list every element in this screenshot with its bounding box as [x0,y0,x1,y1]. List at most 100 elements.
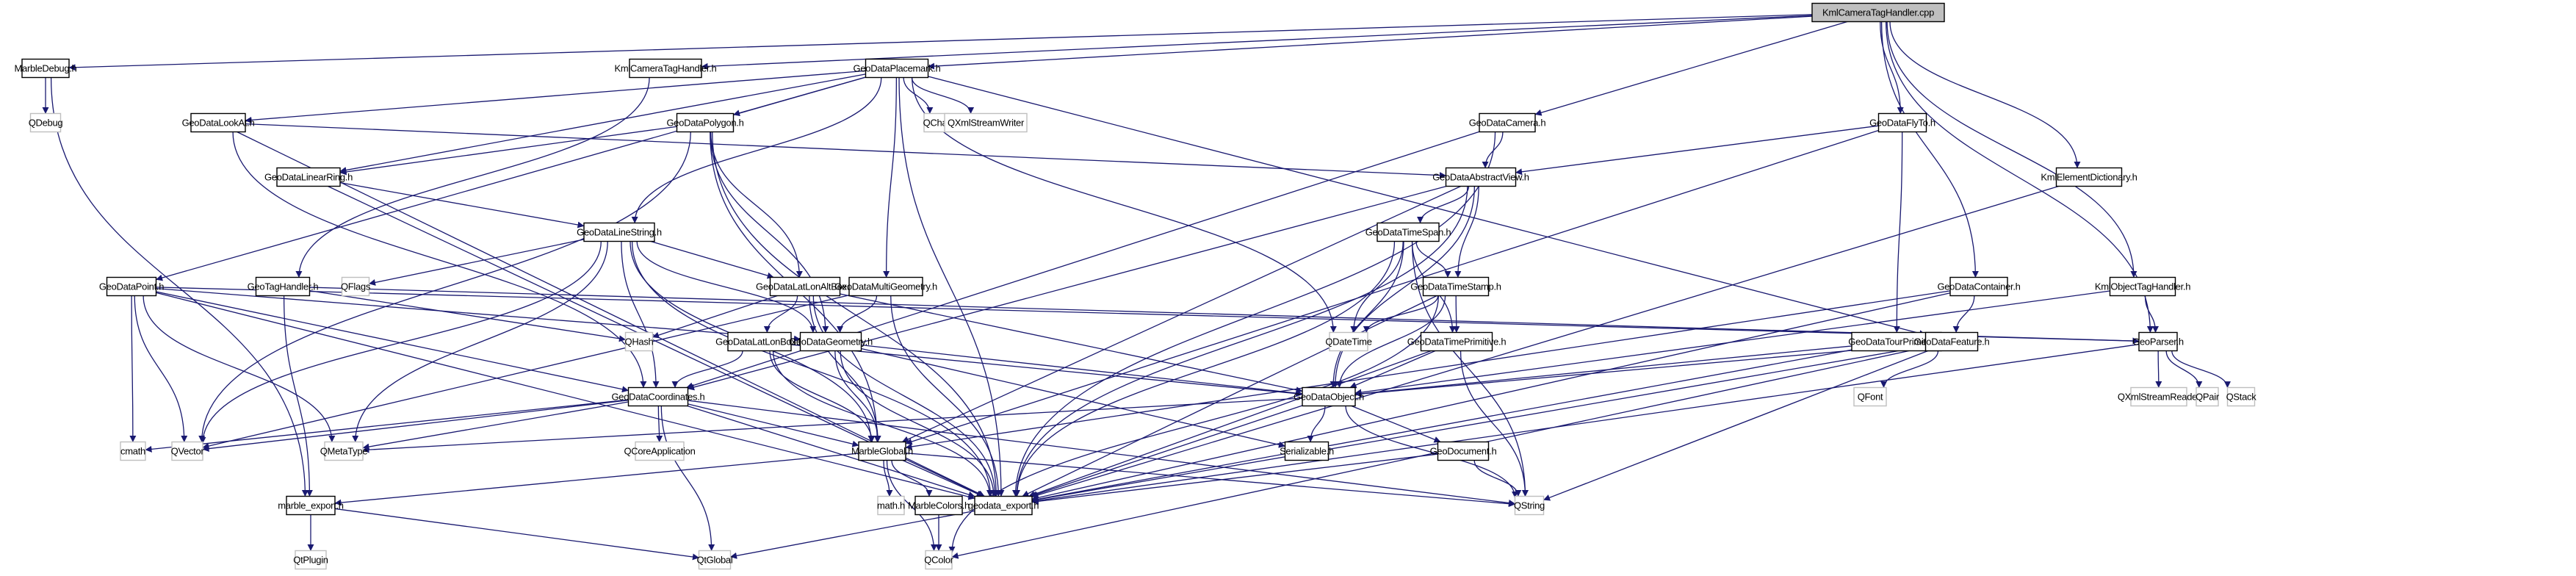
edge-multigeom-to-geodataexport [890,295,1002,497]
edge-coordinates-to-qtglobal [660,406,715,551]
node-label: GeoDataTourPrimitive.h [1848,336,1944,348]
node-geodatalinestring-h[interactable]: GeoDataLineString.h [577,222,662,242]
node-qcolor[interactable]: QColor [924,550,954,570]
node-label: QPair [2196,392,2220,403]
node-box [255,276,311,297]
node-qdebug[interactable]: QDebug [29,112,63,133]
edge-kmlcameratag-to-taghandler [295,77,650,278]
node-label: QColor [924,555,953,566]
node-qcoreapplication[interactable]: QCoreApplication [624,441,696,461]
node-geodata-export-h[interactable]: geodata_export.h [968,495,1039,516]
node-geodatageometry-h[interactable]: GeoDataGeometry.h [789,331,873,352]
node-geodataabstractview-h[interactable]: GeoDataAbstractView.h [1432,167,1529,187]
node-qpair[interactable]: QPair [2196,386,2220,407]
node-label: GeoDataLatLonBox.h [715,336,804,348]
node-qdatetime[interactable]: QDateTime [1325,331,1372,352]
node-label: GeoDataFeature.h [1914,336,1990,348]
node-geodatatimestamp-h[interactable]: GeoDataTimeStamp.h [1410,276,1501,297]
node-label: GeoDataPlacemark.h [854,63,941,74]
node-geodatacamera-h[interactable]: GeoDataCamera.h [1469,112,1546,133]
node-marbledebug-h[interactable]: MarbleDebug.h [15,58,77,79]
edge-root-to-placemark [928,15,1813,70]
edge-root-to-kmlobjtag [1886,21,2137,278]
edge-tourprimitive-to-geodataobject [1354,345,1852,397]
node-marblecolors-h[interactable]: MarbleColors.h [908,495,970,516]
node-label: GeoDataLineString.h [577,227,662,238]
node-serializable-h[interactable]: Serializable.h [1280,441,1334,461]
node-geodatatimespan-h[interactable]: GeoDataTimeSpan.h [1365,222,1451,242]
node-kmlcamerataghandler-cpp[interactable]: KmlCameraTagHandler.cpp [1811,2,1945,23]
node-geodatalatlonaltbox-h[interactable]: GeoDataLatLonAltBox.h [756,276,854,297]
node-geodatapolygon-h[interactable]: GeoDataPolygon.h [666,112,744,133]
node-qhash[interactable]: QHash [625,331,654,352]
node-qmetatype[interactable]: QMetaType [320,441,368,461]
node-box [1479,112,1536,133]
node-box [341,276,370,297]
node-qxmlstreamwriter[interactable]: QXmlStreamWriter [944,112,1028,133]
edge-timespan-to-geodataobject [1330,241,1404,388]
node-label: GeoDataObject.h [1294,392,1364,403]
node-box [914,495,963,516]
node-geodatafeature-h[interactable]: GeoDataFeature.h [1914,331,1990,352]
node-box [1445,167,1517,187]
edge-abstractview-to-coordinates [688,185,1447,391]
node-label: GeoDataPoint.h [99,281,164,292]
node-geodocument-h[interactable]: GeoDocument.h [1430,441,1497,461]
edge-latlonbox-to-geodataobject [790,344,1303,397]
node-qxmlstreamreader[interactable]: QXmlStreamReader [2118,386,2201,407]
node-kmlcamerataghandler-h[interactable]: KmlCameraTagHandler.h [615,58,717,79]
edge-layer [42,14,2231,561]
node-geotaghandler-h[interactable]: GeoTagHandler.h [248,276,319,297]
edge-placemark-to-linearring [339,73,866,173]
node-qflags[interactable]: QFlags [341,276,371,297]
edge-abstractview-to-timestamp [1454,186,1479,278]
node-geodataplacemark-h[interactable]: GeoDataPlacemark.h [854,58,941,79]
node-label: GeoDataCamera.h [1469,118,1546,129]
node-label: MarbleColors.h [908,500,970,511]
node-geodatalatlonbox-h[interactable]: GeoDataLatLonBox.h [715,331,804,352]
edge-geometry-to-geodataexport [840,350,997,497]
node-geodatalinearring-h[interactable]: GeoDataLinearRing.h [264,167,353,187]
node-geodatacoordinates-h[interactable]: GeoDataCoordinates.h [612,386,705,407]
node-marbleglobal-h[interactable]: MarbleGlobal.h [851,441,913,461]
node-cmath[interactable]: cmath [120,441,146,461]
edge-geometry-to-serializable [861,348,1285,448]
node-geodatatimeprimitive-h[interactable]: GeoDataTimePrimitive.h [1407,331,1507,352]
node-label: GeoDocument.h [1430,446,1497,457]
node-label: GeoParser.h [2132,336,2184,348]
node-math-h[interactable]: math.h [877,495,905,516]
node-label: QXmlStreamWriter [948,118,1025,129]
node-qstring[interactable]: QString [1514,495,1545,516]
node-geodataobject-h[interactable]: GeoDataObject.h [1294,386,1364,407]
edge-placemark-to-multigeom [883,77,898,278]
node-geodatacontainer-h[interactable]: GeoDataContainer.h [1937,276,2021,297]
node-qtglobal[interactable]: QtGlobal [697,550,733,570]
node-kmlobjecttaghandler-h[interactable]: KmlObjectTagHandler.h [2095,276,2190,297]
node-marble-export-h[interactable]: marble_export.h [278,495,344,516]
edge-abstractview-to-marbleglobal [901,185,1461,443]
node-qstack[interactable]: QStack [2226,386,2257,407]
node-qtplugin[interactable]: QtPlugin [293,550,328,570]
node-geodatalookat-h[interactable]: GeoDataLookAt.h [182,112,255,133]
node-box [2226,386,2256,407]
edge-placemark-to-linestring [631,77,882,223]
edge-multigeom-to-geometry [837,295,878,333]
node-label: cmath [120,446,145,457]
node-box [29,112,62,133]
edge-timeprimitive-to-geodataexport [1028,350,1432,497]
node-geoparser-h[interactable]: GeoParser.h [2132,331,2184,352]
node-label: GeoDataGeometry.h [789,336,873,348]
edge-root-to-geoparser [1885,21,2154,333]
node-box [2055,167,2123,187]
node-qvector[interactable]: QVector [171,441,205,461]
edge-root-to-kmlcameratag [701,15,1813,70]
node-qfont[interactable]: QFont [1853,386,1887,407]
node-geodataflyto-h[interactable]: GeoDataFlyTo.h [1869,112,1935,133]
edge-geodataobject-to-serializable [1307,406,1326,442]
node-geodatamultigeometry-h[interactable]: GeoDataMultiGeometry.h [834,276,937,297]
node-kmlelementdictionary-h[interactable]: KmlElementDictionary.h [2041,167,2137,187]
node-box [627,386,689,407]
node-geodatapoint-h[interactable]: GeoDataPoint.h [99,276,165,297]
edge-geoparser-to-qstack [2171,350,2231,389]
